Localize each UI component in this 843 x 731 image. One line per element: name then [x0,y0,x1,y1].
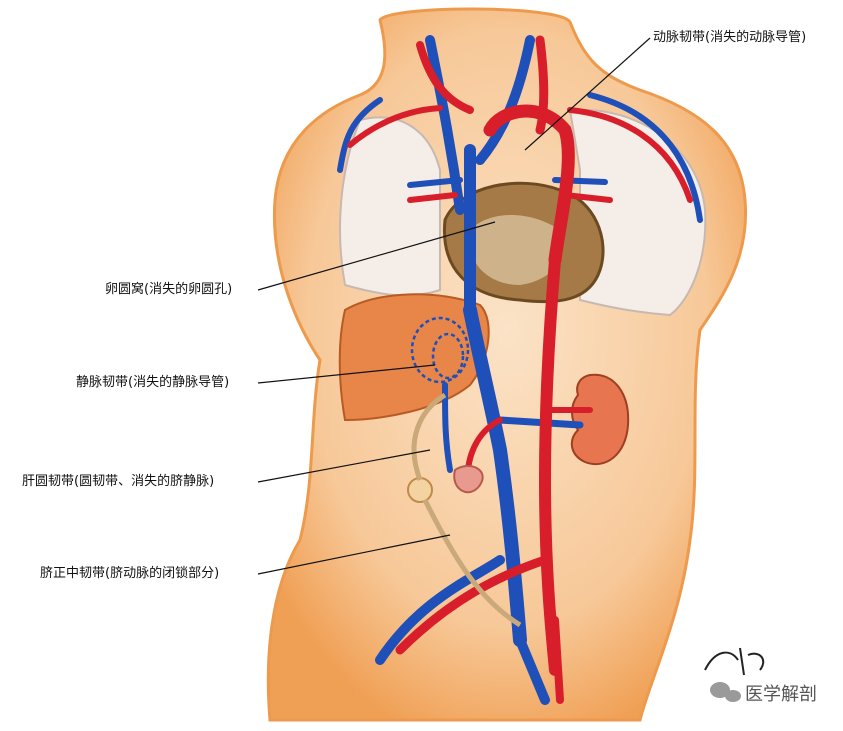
label-foramen-ovale: 卵圆窝(消失的卵圆孔) [105,282,233,297]
kidney [570,373,630,466]
label-ductus-arteriosus: 动脉韧带(消失的动脉导管) [653,30,807,45]
watermark-text: 医学解剖 [745,684,817,705]
arteries [347,35,693,704]
wechat-icon [710,682,741,702]
round-ligament [411,392,447,481]
label-ductus-venosus: 静脉韧带(消失的静脉导管) [76,375,230,390]
leader-lines [257,37,651,575]
umbilicus [407,477,433,503]
signature-mark [704,647,765,676]
label-round-ligament: 肝圆韧带(圆韧带、消失的脐静脉) [22,474,215,489]
liver [338,293,490,422]
veins [337,35,703,705]
bladder-vessel [453,465,484,494]
label-umbilical-ligament: 脐正中韧带(脐动脉的闭锁部分) [40,566,220,581]
right-lung [339,116,441,297]
umbilical-ligament [422,498,522,628]
